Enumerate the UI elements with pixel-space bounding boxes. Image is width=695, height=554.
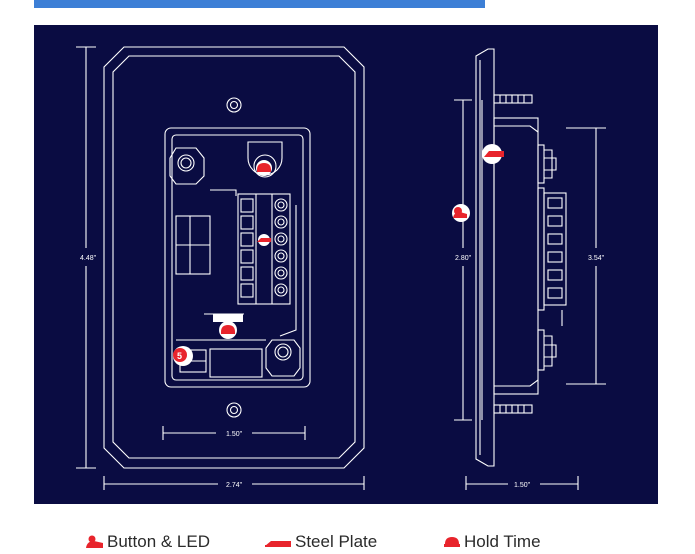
front-dimension-lines bbox=[76, 46, 365, 490]
button-led-marker-front: 5 bbox=[173, 346, 193, 366]
hold-time-marker-front bbox=[256, 160, 272, 176]
mounting-screw-bottom bbox=[226, 402, 242, 418]
top-accent-bar bbox=[34, 0, 485, 8]
button-led-icon bbox=[86, 535, 103, 548]
legend-item-steel-plate: Steel Plate bbox=[264, 531, 377, 553]
mounting-screw-top bbox=[226, 97, 242, 113]
legend-label-steel-plate: Steel Plate bbox=[295, 532, 378, 551]
side-screw-bottom bbox=[493, 404, 533, 414]
legend-item-button-led: Button & LED bbox=[85, 531, 210, 553]
side-screw-top bbox=[493, 94, 533, 104]
dim-side-height-left: 2.80" bbox=[455, 255, 472, 262]
steel-plate-marker-front bbox=[257, 234, 271, 246]
legend-label-button-led: Button & LED bbox=[107, 532, 211, 551]
steel-plate-icon bbox=[265, 541, 291, 547]
button-led-marker-side bbox=[452, 204, 470, 222]
dim-front-height: 4.48" bbox=[80, 255, 97, 262]
side-wall-plate bbox=[475, 48, 495, 467]
hold-time-marker-bottom bbox=[213, 314, 243, 339]
diagram-background bbox=[34, 25, 658, 504]
dim-side-bottom-width: 1.50" bbox=[514, 482, 531, 489]
dim-front-inner-width: 1.50" bbox=[226, 431, 243, 438]
side-dimension-lines bbox=[454, 99, 606, 490]
legend-item-hold-time: Hold Time bbox=[443, 531, 541, 553]
front-terminal-strip bbox=[237, 193, 291, 305]
dim-front-width: 2.74" bbox=[226, 482, 243, 489]
hold-time-icon bbox=[444, 537, 460, 547]
side-device-body bbox=[493, 117, 567, 395]
dim-side-height-right: 3.54" bbox=[588, 255, 605, 262]
button-led-number: 5 bbox=[177, 351, 182, 361]
legend-label-hold-time: Hold Time bbox=[464, 532, 541, 551]
front-wall-plate bbox=[103, 46, 365, 469]
steel-plate-marker-side bbox=[482, 144, 504, 164]
